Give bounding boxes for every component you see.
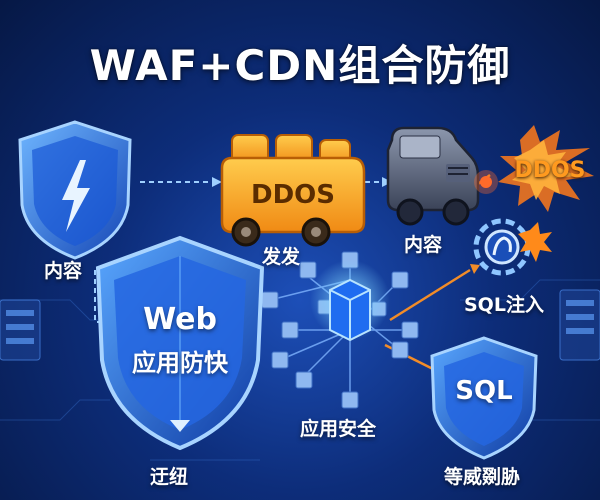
- truck-ddos-text: DDOS: [251, 180, 335, 210]
- label-sql-injection: SQL注入: [464, 294, 544, 316]
- attack-vehicle-icon: [386, 126, 498, 226]
- label-content-mid: 内容: [404, 234, 443, 256]
- sql-shield-icon: [430, 336, 538, 460]
- label-send: 发发: [262, 246, 301, 268]
- label-content-left: 内容: [44, 260, 83, 282]
- server-rack-left: [0, 299, 41, 361]
- network-cube-icon: [261, 251, 419, 409]
- shield-lightning-icon: [18, 120, 132, 260]
- web-shield-icon: [95, 235, 265, 451]
- label-app-security: 应用安全: [300, 418, 377, 440]
- server-rack-right: [559, 289, 600, 361]
- web-shield-subtitle: 应用防快: [132, 349, 228, 377]
- bug-gear-icon: [473, 218, 552, 276]
- web-shield-title: Web: [143, 302, 217, 337]
- explosion-icon: [498, 125, 594, 212]
- page-title: WAF+CDN组合防御: [89, 41, 511, 90]
- label-delay: 迂纽: [150, 466, 189, 488]
- ddos-burst-text: DDOS: [514, 158, 586, 183]
- sql-shield-text: SQL: [455, 376, 513, 406]
- truck-icon: [220, 134, 366, 247]
- label-threat: 等威剟胁: [444, 466, 521, 488]
